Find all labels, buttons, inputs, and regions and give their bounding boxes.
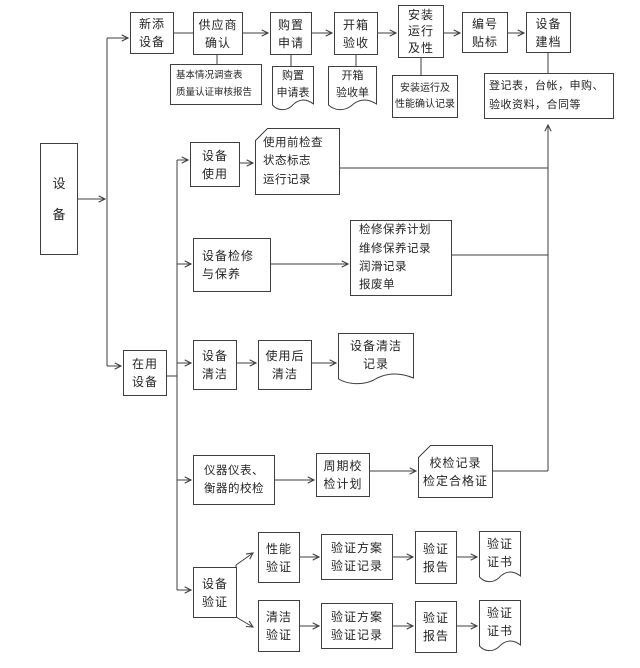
doc-cleaning-certificate-label: 验证 证书 [486,606,513,638]
node-performance-plan-record: 验证方案 验证记录 [321,534,393,580]
node-performance-plan-record-label: 验证方案 验证记录 [330,541,383,573]
node-basic-survey-docs: 基本情况调查表 质量认证审核报告 [170,64,262,105]
node-equipment-root: 设 备 [40,143,78,255]
node-performance-report: 验证 报告 [415,531,457,584]
node-unpacking-acceptance-label: 开箱 验收 [342,17,369,50]
node-installation-confirmation-record: 安装运行及 性能确认记录 [392,75,458,118]
node-cleaning-validation-label: 清洁 验证 [265,610,292,642]
node-new-equipment: 新添 设备 [130,12,174,54]
node-instrument-calibration: 仪器仪表、 衡器的校检 [193,455,275,505]
node-equipment-usage: 设备 使用 [190,142,240,187]
node-equipment-cleaning-label: 设备 清洁 [201,349,228,381]
node-equipment-filing: 设备 建档 [526,12,571,53]
node-supplier-confirmation: 供应商 确认 [193,12,243,55]
node-cleaning-report: 验证 报告 [415,601,457,653]
doc-unpacking-acceptance-form: 开箱 验收单 [328,66,377,112]
node-equipment-usage-label: 设备 使用 [201,148,228,181]
node-periodic-calibration-plan-label: 周期校 检计划 [323,459,363,491]
doc-cleaning-record-label: 设备清洁 记录 [349,339,402,371]
node-installation-operation-label: 安装 运行 及性 [407,8,434,55]
node-cleaning-validation: 清洁 验证 [258,600,300,652]
node-equipment-maintenance: 设备检修 与保养 [193,238,271,292]
node-instrument-calibration-label: 仪器仪表、 衡器的校检 [204,464,264,495]
card-calibration-records-label: 校检记录 检定合格证 [422,455,488,488]
doc-purchase-application-form: 购置 申请表 [272,66,314,112]
node-after-use-cleaning-label: 使用后 清洁 [265,349,305,381]
node-unpacking-acceptance: 开箱 验收 [334,12,378,55]
node-maintenance-records-label: 检修保养计划 维修保养记录 润滑记录 报废单 [359,224,431,292]
node-purchase-application-label: 购置 申请 [277,17,304,50]
node-in-use-equipment-label: 在用 设备 [131,357,158,389]
card-usage-records-label: 使用前检查 状态标志 运行记录 [263,136,323,186]
node-purchase-application: 购置 申请 [270,12,312,55]
node-performance-validation-label: 性能 验证 [265,541,292,574]
doc-purchase-application-form-label: 购置 申请表 [276,70,310,99]
doc-cleaning-certificate: 验证 证书 [479,600,521,653]
node-in-use-equipment: 在用 设备 [123,350,167,396]
node-equipment-maintenance-label: 设备检修 与保养 [202,249,255,281]
card-calibration-records: 校检记录 检定合格证 [418,445,493,498]
node-cleaning-plan-record-label: 验证方案 验证记录 [330,610,383,642]
node-equipment-root-label: 设 备 [52,175,66,222]
node-equipment-validation-label: 设备 验证 [201,576,228,609]
doc-performance-certificate-label: 验证 证书 [486,537,513,569]
doc-unpacking-acceptance-form-label: 开箱 验收单 [336,70,369,99]
node-maintenance-records: 检修保养计划 维修保养记录 润滑记录 报废单 [350,220,452,296]
node-installation-operation: 安装 运行 及性 [398,5,444,58]
doc-cleaning-record: 设备清洁 记录 [338,333,414,386]
doc-performance-certificate: 验证 证书 [479,531,521,584]
node-cleaning-report-label: 验证 报告 [422,611,449,643]
node-equipment-cleaning: 设备 清洁 [193,340,237,390]
node-filing-documents-label: 登记表，台帐，申购、验收资料，合同等 [489,79,604,111]
node-basic-survey-docs-label: 基本情况调查表 质量认证审核报告 [176,70,253,98]
node-installation-confirmation-record-label: 安装运行及 性能确认记录 [395,83,455,110]
card-usage-records: 使用前检查 状态标志 运行记录 [255,128,340,195]
node-equipment-validation: 设备 验证 [193,567,237,618]
node-supplier-confirmation-label: 供应商 确认 [198,17,238,50]
node-performance-validation: 性能 验证 [258,532,300,583]
node-equipment-filing-label: 设备 建档 [535,16,562,49]
node-numbering-labeling-label: 编号 贴标 [471,16,498,49]
node-filing-documents: 登记表，台帐，申购、验收资料，合同等 [484,73,614,119]
node-performance-report-label: 验证 报告 [422,541,449,574]
node-cleaning-plan-record: 验证方案 验证记录 [321,603,393,649]
node-periodic-calibration-plan: 周期校 检计划 [316,453,370,497]
node-numbering-labeling: 编号 贴标 [462,12,508,53]
node-new-equipment-label: 新添 设备 [138,17,165,49]
node-after-use-cleaning: 使用后 清洁 [258,340,312,390]
